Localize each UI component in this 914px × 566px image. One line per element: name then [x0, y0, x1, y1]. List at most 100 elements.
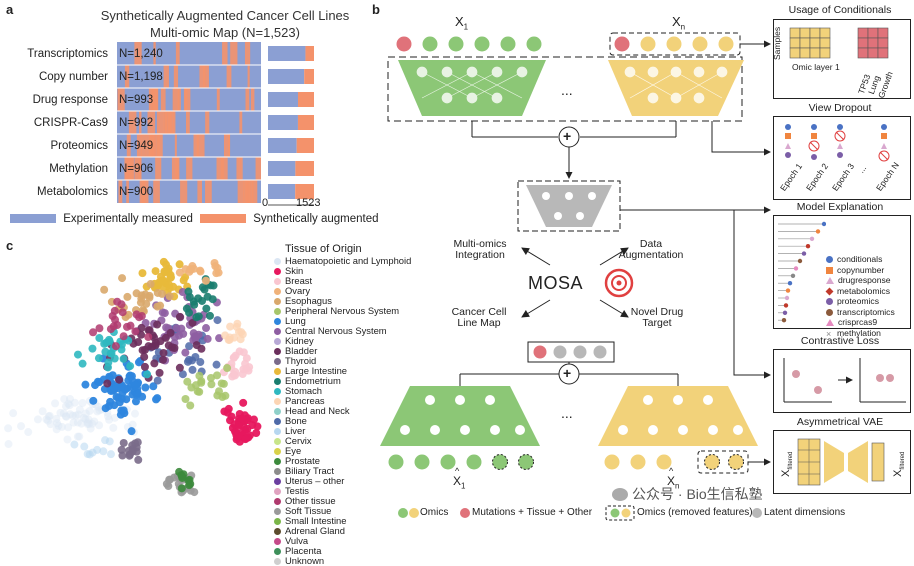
tissue-legend-item: Uterus – other [274, 476, 411, 486]
heatmap-stripe [186, 111, 190, 134]
tissue-name: Pancreas [285, 395, 325, 406]
heatmap-stripe [193, 134, 199, 157]
tissue-name: Small Intestine [285, 515, 347, 526]
umap-point [164, 267, 173, 276]
umap-point [131, 397, 140, 406]
explain-legend-symbol [826, 319, 834, 326]
umap-point [155, 368, 164, 377]
explain-legend-item: proteomics [826, 296, 895, 307]
umap-point [90, 417, 99, 426]
encoder-1 [398, 60, 546, 116]
umap-point [150, 359, 159, 368]
explain-box-title: Model Explanation [796, 201, 884, 213]
tissue-legend-item: Skin [274, 266, 411, 276]
umap-point [9, 409, 18, 418]
heatmap-stripe [163, 65, 169, 88]
bar-measured [268, 115, 298, 130]
omics-node [692, 36, 708, 52]
tissue-name: Uterus – other [285, 475, 345, 486]
omics-node [448, 36, 464, 52]
tissue-color-dot [274, 288, 281, 295]
lollipop-head [784, 295, 790, 301]
umap-point [64, 399, 73, 408]
umap-point [115, 375, 124, 384]
umap-point [93, 407, 102, 416]
tissue-name: Biliary Tract [285, 465, 334, 476]
umap-point [241, 435, 250, 444]
umap-point [227, 412, 236, 421]
umap-point [134, 455, 143, 464]
encoder-1-network [416, 66, 528, 104]
tissue-name: Central Nervous System [285, 325, 387, 336]
tissue-legend-item: Ovary [274, 286, 411, 296]
umap-point [140, 352, 149, 361]
umap-point [196, 267, 205, 276]
conditional-grids [789, 27, 889, 59]
bar-augmented [304, 69, 314, 84]
encoder-block [387, 56, 743, 122]
umap-point [83, 418, 92, 427]
umap-point [140, 362, 149, 371]
legend-latent: Latent dimensions [764, 507, 846, 518]
umap-point [77, 419, 86, 428]
heatmap-stripe [186, 157, 193, 180]
umap-point [81, 415, 90, 424]
umap-point [110, 413, 119, 422]
bar-augmented [297, 115, 314, 130]
umap-point [107, 349, 116, 358]
tissue-color-dot [274, 498, 281, 505]
umap-point [182, 304, 191, 313]
tissue-name: Esophagus [285, 295, 332, 306]
heatmap-stripe [126, 180, 129, 203]
umap-point [104, 402, 113, 411]
panel-b-label: b [372, 2, 380, 17]
tissue-legend-item: Cervix [274, 436, 411, 446]
heatmap-stripe [147, 111, 156, 134]
tissue-name: Stomach [285, 385, 322, 396]
tissue-color-dot [274, 478, 281, 485]
tissue-name: Eye [285, 445, 302, 456]
umap-point [83, 419, 92, 428]
explain-legend-label: methylation [837, 327, 881, 338]
umap-point [103, 363, 112, 372]
heatmap-stripe [177, 88, 181, 111]
tissue-legend-item: Kidney [274, 336, 411, 346]
umap-point [136, 298, 145, 307]
umap-point [75, 405, 84, 414]
tissue-legend-item: Other tissue [274, 496, 411, 506]
umap-point [164, 482, 173, 491]
tissue-color-dot [274, 428, 281, 435]
umap-point [66, 410, 75, 419]
tissue-color-dot [274, 388, 281, 395]
explain-legend-item: crisprcas9 [826, 317, 895, 328]
heatmap-stripe [126, 134, 131, 157]
umap-point [79, 413, 88, 422]
heatmap-stripe [205, 180, 212, 203]
axis-min-label: 0 [262, 197, 269, 209]
tissue-name: Ovary [285, 285, 311, 296]
n-label: N=993 [119, 94, 153, 106]
bar-augmented [297, 92, 314, 107]
umap-point [95, 406, 104, 415]
xn-label: Xn [672, 14, 686, 32]
category-label: Metabolomics [37, 186, 108, 198]
umap-point [231, 371, 240, 380]
epoch-label-1: Epoch 1 [778, 161, 805, 193]
umap-point [62, 412, 71, 421]
umap-point [100, 339, 109, 348]
umap-point [162, 323, 171, 332]
tissue-legend-item: Endometrium [274, 376, 411, 386]
umap-point [143, 370, 152, 379]
umap-point [252, 428, 261, 437]
mosa-label: MOSA [528, 273, 584, 293]
tissue-legend-item: Head and Neck [274, 406, 411, 416]
category-label: Copy number [39, 71, 108, 83]
heatmap-stripe [136, 134, 142, 157]
tissue-color-dot [274, 338, 281, 345]
drug-target-label: Novel Drug Target [630, 306, 684, 329]
explain-legend-label: metabolomics [837, 285, 891, 296]
umap-point [196, 358, 205, 367]
wechat-icon [612, 488, 628, 501]
